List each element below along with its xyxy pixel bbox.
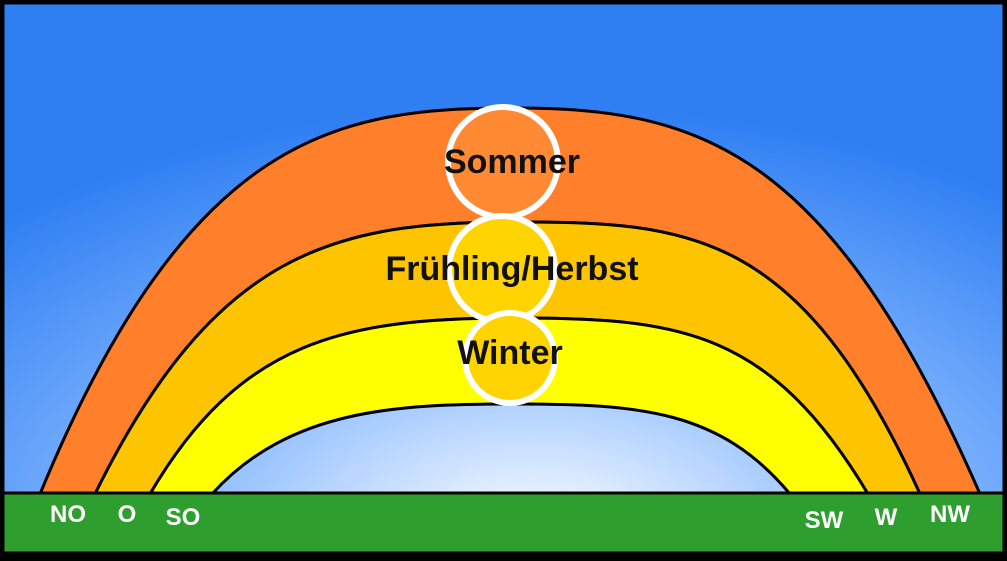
- direction-label-sw: SW: [805, 507, 844, 534]
- sun-icon-winter: [462, 310, 558, 406]
- direction-label-w: W: [875, 504, 898, 531]
- winter-arc-band: [148, 316, 870, 496]
- label-summer: Sommer: [444, 143, 580, 181]
- direction-label-no: NO: [50, 501, 86, 528]
- label-spring-autumn: Frühling/Herbst: [385, 250, 638, 288]
- direction-label-so: SO: [166, 504, 201, 531]
- ground-strip: [1, 491, 1006, 555]
- label-winter: Winter: [457, 334, 562, 372]
- direction-label-nw: NW: [930, 501, 970, 528]
- direction-label-o: O: [118, 501, 137, 528]
